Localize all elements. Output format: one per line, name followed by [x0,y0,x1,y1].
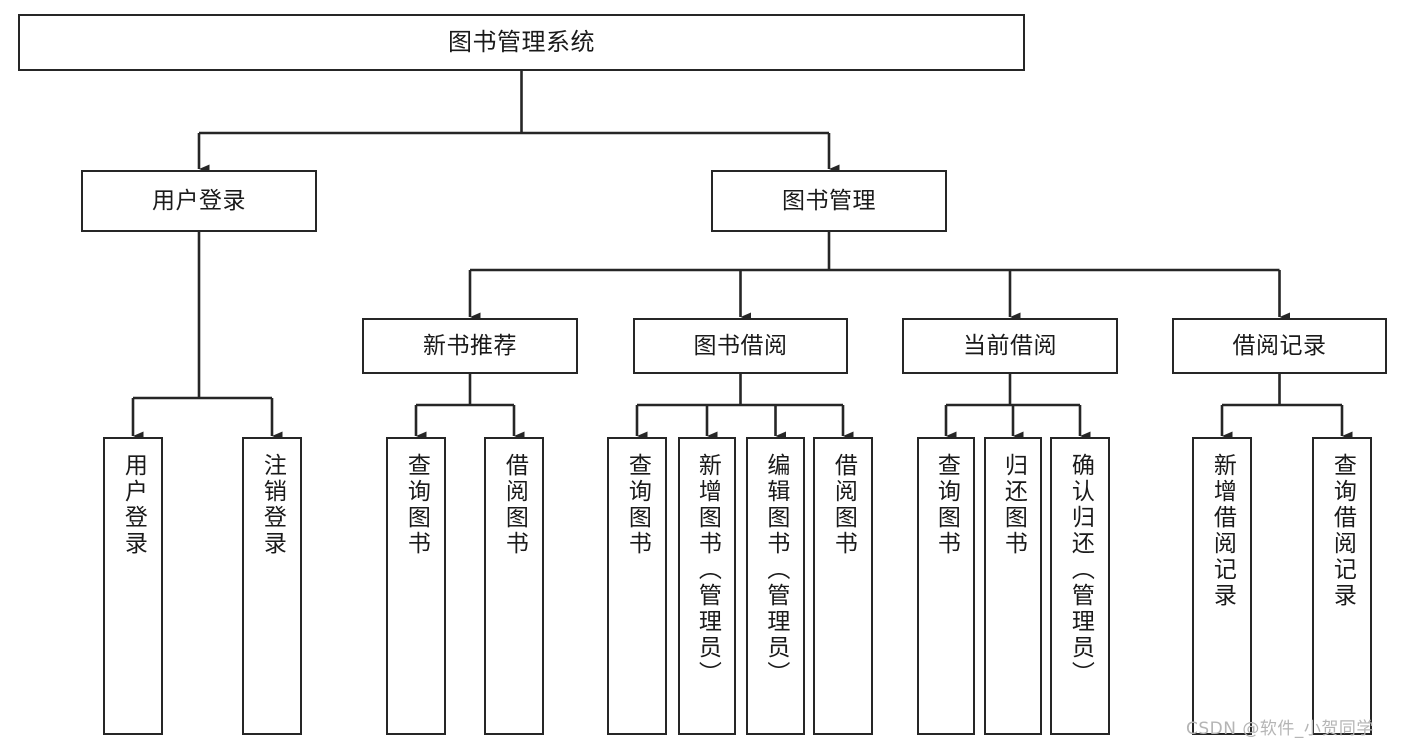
watermark-text: CSDN @软件_小贺同学 [1186,719,1374,739]
node-leaf-borrow-book-1: 借阅图书 [484,437,544,735]
node-label: 查询图书 [624,453,651,557]
node-label: 借阅图书 [501,453,528,557]
node-book-mgmt: 图书管理 [711,170,947,232]
node-leaf-query-book-2: 查询图书 [607,437,667,735]
node-leaf-query-book-1: 查询图书 [386,437,446,735]
node-label: 注销登录 [259,453,286,557]
node-label: 借阅记录 [1232,332,1327,359]
node-label: 借阅图书 [830,453,857,557]
node-leaf-edit-book: 编辑图书（管理员） [746,437,805,735]
node-leaf-add-book: 新增图书（管理员） [678,437,736,735]
node-leaf-add-record: 新增借阅记录 [1192,437,1252,735]
node-leaf-confirm-return: 确认归还（管理员） [1050,437,1110,735]
node-label: 确认归还（管理员） [1067,453,1094,687]
node-borrow-record: 借阅记录 [1172,318,1387,374]
node-leaf-logout: 注销登录 [242,437,302,735]
node-current-borrow: 当前借阅 [902,318,1118,374]
node-root: 图书管理系统 [18,14,1025,71]
node-leaf-return-book: 归还图书 [984,437,1042,735]
node-label: 查询图书 [403,453,430,557]
node-leaf-user-login: 用户登录 [103,437,163,735]
node-label: 归还图书 [1000,453,1027,557]
node-leaf-query-record: 查询借阅记录 [1312,437,1372,735]
node-label: 用户登录 [120,453,147,557]
node-label: 查询借阅记录 [1329,453,1356,609]
node-label: 图书管理系统 [448,27,595,56]
node-book-borrow: 图书借阅 [633,318,848,374]
node-label: 当前借阅 [963,332,1057,359]
node-label: 用户登录 [152,187,246,214]
node-label: 查询图书 [933,453,960,557]
node-label: 编辑图书（管理员） [762,453,789,687]
node-user-login: 用户登录 [81,170,317,232]
node-label: 新书推荐 [423,332,517,359]
node-new-book-rec: 新书推荐 [362,318,578,374]
node-label: 新增借阅记录 [1209,453,1236,609]
node-label: 图书管理 [782,187,876,214]
node-label: 新增图书（管理员） [694,453,721,687]
node-label: 图书借阅 [693,332,788,359]
node-leaf-query-book-3: 查询图书 [917,437,975,735]
node-leaf-borrow-book-2: 借阅图书 [813,437,873,735]
